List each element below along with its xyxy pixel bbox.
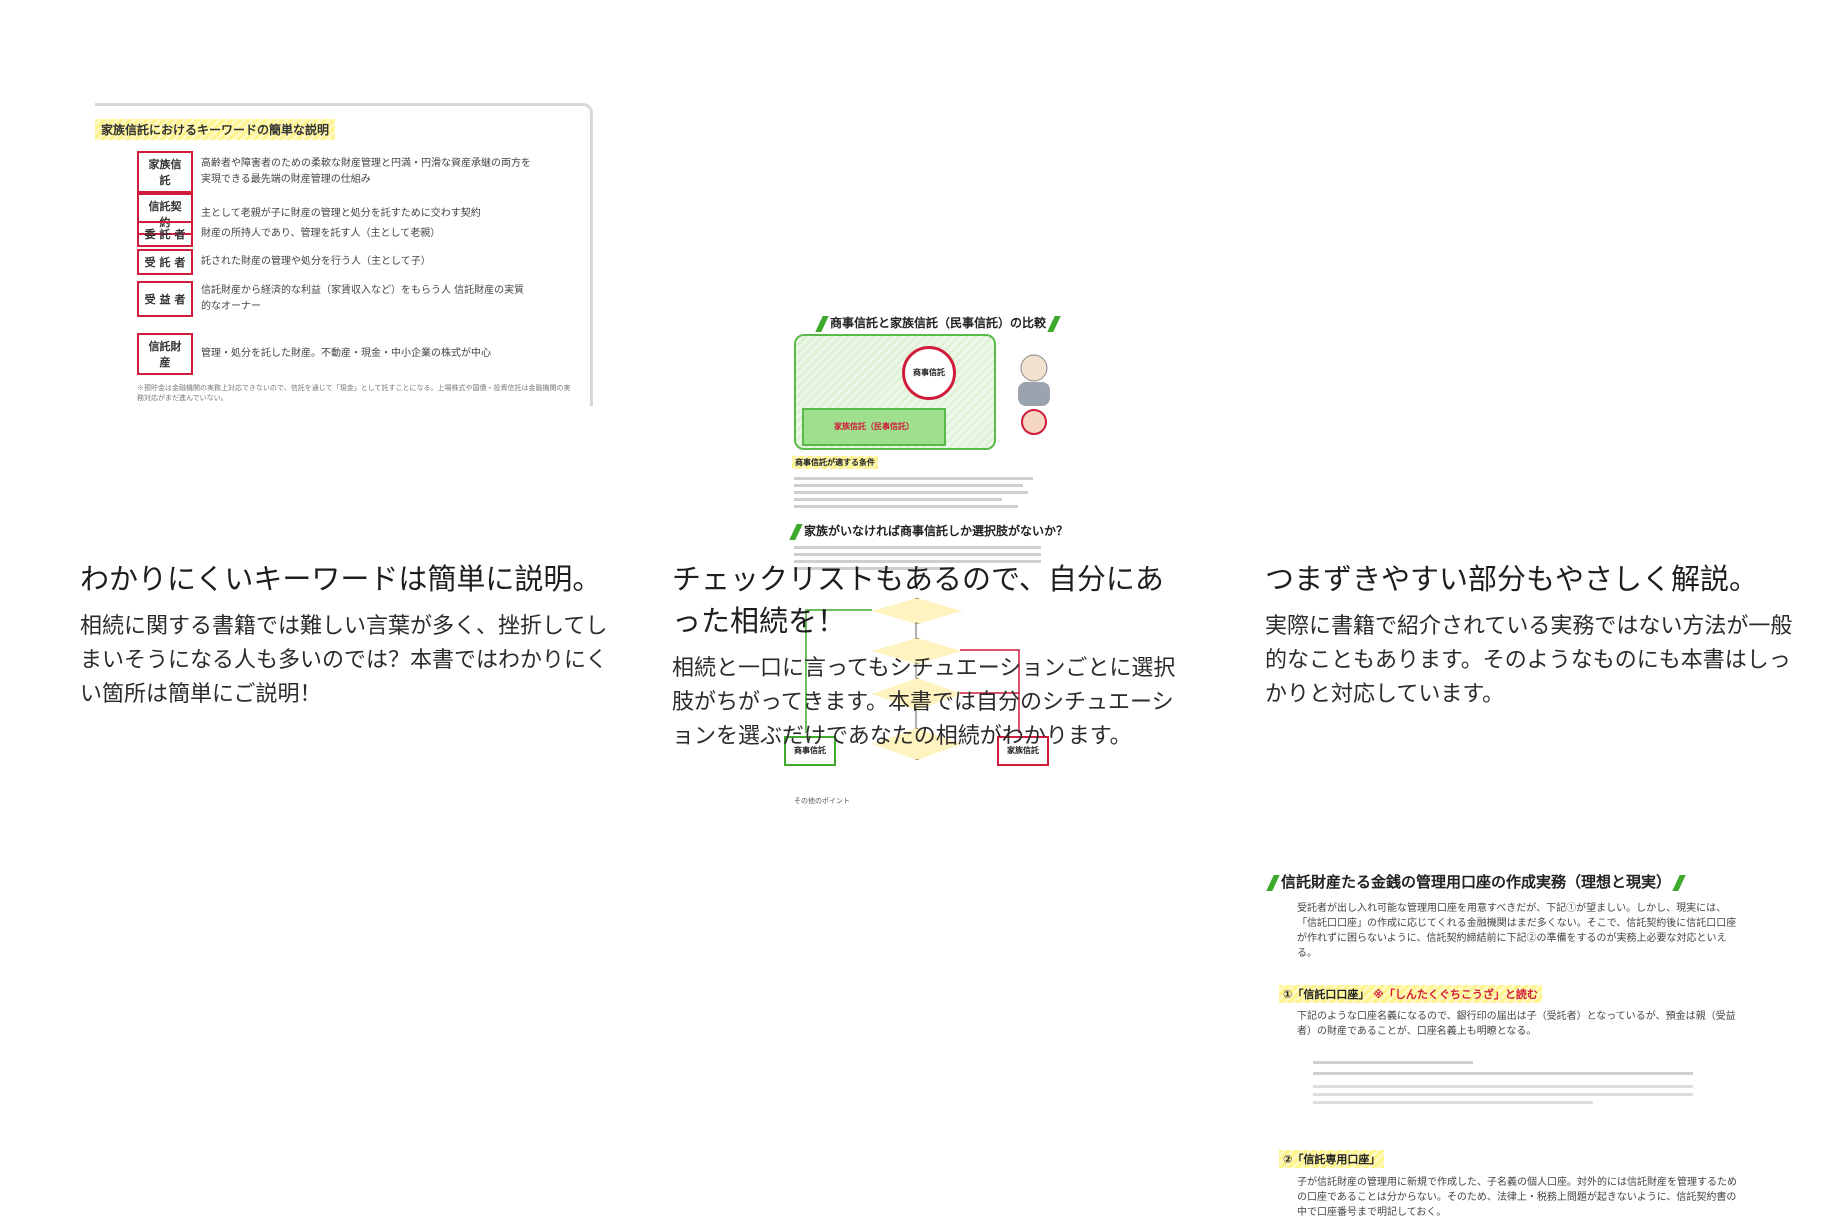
feature-caption-1: わかりにくいキーワードは簡単に説明。 相続に関する書籍では難しい言葉が多く、挫折… <box>80 558 610 712</box>
figure-title: 商事信託と家族信託（民事信託）の比較 <box>814 314 1062 332</box>
section-heading: ②「信託専用口座」 <box>1279 1150 1385 1168</box>
keyword-definition: 主として老親が子に財産の管理と処分を託すために交わす契約 <box>201 208 481 219</box>
family-trust-arrow: 家族信託（民事信託） <box>802 408 946 446</box>
caption-body: 相続と一口に言ってもシチュエーションごとに選択肢がちがってきます。本書では自分の… <box>672 656 1176 749</box>
keyword-row: 委 託 者 財産の所持人であり、管理を託す人（主として老親） <box>137 221 531 247</box>
feature-caption-2: チェックリストもあるので、自分にあった相続を！ 相続と一口に言ってもシチュエーシ… <box>672 558 1192 754</box>
leaf-icon <box>1047 315 1061 332</box>
figure-note: ※預貯金は金融機関の実務上対応できないので、信託を通じて「現金」として託すことに… <box>137 384 571 402</box>
family-trust-result: 家族信託 <box>997 736 1049 766</box>
leaf-icon <box>1266 874 1280 891</box>
caption-body: 相続に関する書籍では難しい言葉が多く、挫折してしまいそうになる人も多いのでは？本… <box>80 614 608 707</box>
keyword-row: 信託財産 管理・処分を託した財産。不動産・現金・中小企業の株式が中心 <box>137 333 531 375</box>
figure-heading: 家族信託におけるキーワードの簡単な説明 <box>95 119 336 140</box>
person-icon <box>1018 354 1050 435</box>
keyword-label: 家族信託 <box>137 151 193 193</box>
keyword-definition: 財産の所持人であり、管理を託す人（主として老親） <box>201 228 441 239</box>
figure-title: 信託財産たる金銭の管理用口座の作成実務（理想と現実） <box>1265 871 1687 892</box>
flow-connectors <box>805 609 1020 733</box>
leaf-icon <box>815 315 829 332</box>
caption-body: 実際に書籍で紹介されている実務ではない方法が一般的なこともあります。そのようなも… <box>1265 614 1793 707</box>
commercial-trust-circle: 商事信託 <box>902 346 956 400</box>
section-paragraph: 子が信託財産の管理用に新規で作成した、子名義の個人口座。対外的には信託財産を管理… <box>1297 1177 1737 1218</box>
keyword-label: 受 益 者 <box>137 281 193 317</box>
intro-paragraph: 受託者が出し入れ可能な管理用口座を用意すべきだが、下記①が望ましい。しかし、現実… <box>1297 903 1737 959</box>
keyword-definition: 託された財産の管理や処分を行う人（主として子） <box>201 256 431 267</box>
caption-title: つまずきやすい部分もやさしく解説。 <box>1265 562 1759 596</box>
figure-frame <box>95 103 593 406</box>
section-paragraph: 下記のような口座名義になるので、銀行印の届出は子（受託者）となっているが、預金は… <box>1297 1011 1736 1037</box>
keyword-row: 受 託 者 託された財産の管理や処分を行う人（主として子） <box>137 249 531 275</box>
leaf-icon <box>789 523 803 540</box>
section-heading: ①「信託口口座」 ※「しんたくぐちこうざ」と読む <box>1279 985 1542 1003</box>
keyword-definition: 高齢者や障害者のための柔軟な財産管理と円満・円滑な資産承継の両方を実現できる最先… <box>201 158 531 185</box>
keyword-label: 委 託 者 <box>137 221 193 247</box>
caption-title: チェックリストもあるので、自分にあった相続を！ <box>672 562 1164 638</box>
keyword-row: 受 益 者 信託財産から経済的な利益（家賃収入など）をもらう人 信託財産の実質的… <box>137 281 531 317</box>
figure-keyword-table: 家族信託におけるキーワードの簡単な説明 家族信託 高齢者や障害者のための柔軟な財… <box>95 103 593 406</box>
conditions-list <box>794 473 1054 512</box>
keyword-definition: 管理・処分を託した財産。不動産・現金・中小企業の株式が中心 <box>201 348 491 359</box>
figure-account-practice: 信託財産たる金銭の管理用口座の作成実務（理想と現実） 受託者が出し入れ可能な管理… <box>1265 865 1745 1225</box>
figure-flowchart: 商事信託と家族信託（民事信託）の比較 商事信託 家族信託（民事信託） 商事信託が… <box>784 308 1084 808</box>
flowchart-intro <box>794 542 1054 574</box>
commercial-trust-result: 商事信託 <box>784 736 836 766</box>
caption-title: わかりにくいキーワードは簡単に説明。 <box>80 562 602 596</box>
leaf-icon <box>1672 874 1686 891</box>
example-lines <box>1313 1053 1713 1109</box>
feature-caption-3: つまずきやすい部分もやさしく解説。 実際に書籍で紹介されている実務ではない方法が… <box>1265 558 1795 712</box>
flowchart-title: 家族がいなければ商事信託しか選択肢がないか？ <box>788 522 1068 540</box>
conditions-heading: 商事信託が適する条件 <box>792 456 878 469</box>
keyword-label: 信託財産 <box>137 333 193 375</box>
keyword-definition: 信託財産から経済的な利益（家賃収入など）をもらう人 信託財産の実質的なオーナー <box>201 285 525 312</box>
keyword-row: 家族信託 高齢者や障害者のための柔軟な財産管理と円満・円滑な資産承継の両方を実現… <box>137 151 531 193</box>
keyword-label: 受 託 者 <box>137 249 193 275</box>
figure-footer: その他のポイント <box>794 797 850 805</box>
